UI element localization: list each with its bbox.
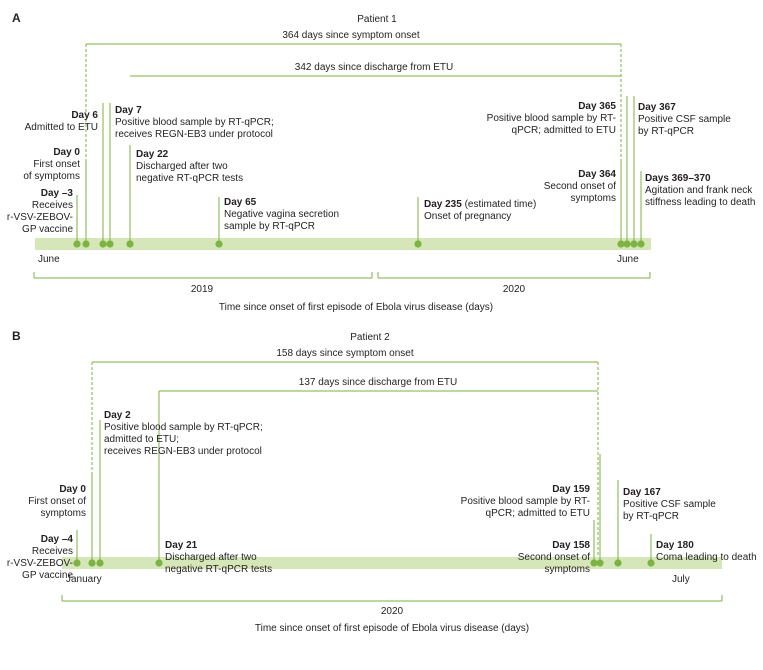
event-marker <box>614 559 622 567</box>
event-marker <box>215 240 223 248</box>
event-day: Day 167 <box>623 487 661 498</box>
event-text: Second onset of <box>544 181 616 192</box>
panel-title: Patient 1 <box>357 14 397 25</box>
event-text: admitted to ETU; <box>104 434 179 445</box>
axis-caption: Time since onset of first episode of Ebo… <box>219 302 493 313</box>
year-label: 2019 <box>191 284 214 295</box>
event-marker <box>414 240 422 248</box>
event-marker <box>73 240 81 248</box>
event-marker <box>623 240 631 248</box>
event-marker <box>126 240 134 248</box>
span-label: 342 days since discharge from ETU <box>295 62 453 73</box>
event-text: r-VSV-ZEBOV- <box>7 212 73 223</box>
span-label: 364 days since symptom onset <box>282 30 420 41</box>
event-text: qPCR; admitted to ETU <box>486 508 590 519</box>
event-day: Day 180 <box>656 540 694 551</box>
event-day: Day 0 <box>53 147 80 158</box>
event-text: Second onset of <box>518 552 590 563</box>
event-day: Day 22 <box>136 149 169 160</box>
event-marker <box>99 240 107 248</box>
event-day: Day 0 <box>59 484 86 495</box>
month-label: July <box>672 574 690 585</box>
panel-title: Patient 2 <box>350 332 390 343</box>
event-day: Day 159 <box>552 484 590 495</box>
panel-letter: A <box>12 11 21 25</box>
event-text: by RT-qPCR <box>623 511 679 522</box>
event-text: qPCR; admitted to ETU <box>512 125 616 136</box>
event-text: Discharged after two <box>165 552 257 563</box>
event-marker <box>647 559 655 567</box>
event-text: First onset <box>33 159 80 170</box>
event-text: Positive CSF sample <box>623 499 716 510</box>
event-text: negative RT-qPCR tests <box>136 173 243 184</box>
event-day: Day 158 <box>552 540 590 551</box>
event-text: Onset of pregnancy <box>424 211 511 222</box>
timeline-bar <box>35 238 651 250</box>
event-text: Positive blood sample by RT-qPCR; <box>104 422 263 433</box>
panel-letter: B <box>12 329 21 343</box>
axis-caption: Time since onset of first episode of Ebo… <box>255 623 529 634</box>
event-text: Admitted to ETU <box>25 122 98 133</box>
event-text: of symptoms <box>23 171 80 182</box>
year-label: 2020 <box>381 606 404 617</box>
event-day: Day 21 <box>165 540 198 551</box>
event-day: Day 7 <box>115 105 142 116</box>
event-day: Day 367 <box>638 102 676 113</box>
event-text: symptoms <box>570 193 616 204</box>
timeline-bar <box>62 557 722 569</box>
span-label: 158 days since symptom onset <box>276 348 414 359</box>
event-text: GP vaccine <box>22 224 73 235</box>
event-text: Coma leading to death <box>656 552 757 563</box>
event-text: Positive blood sample by RT- <box>487 113 616 124</box>
event-marker <box>96 559 104 567</box>
event-text: Agitation and frank neck <box>645 185 753 196</box>
event-text: GP vaccine <box>22 570 73 581</box>
event-text: Negative vagina secretion <box>224 209 339 220</box>
event-marker <box>106 240 114 248</box>
event-marker <box>630 240 638 248</box>
event-text: stiffness leading to death <box>645 197 755 208</box>
event-marker <box>88 559 96 567</box>
event-day: Day 365 <box>578 101 616 112</box>
event-text: receives REGN-EB3 under protocol <box>104 446 262 457</box>
month-label: January <box>66 574 102 585</box>
event-text: Positive blood sample by RT-qPCR; <box>115 117 274 128</box>
event-day: Days 369–370 <box>645 173 711 184</box>
panel-a: A Patient 1 364 days since symptom onset 34… <box>7 11 756 313</box>
event-day: Day 364 <box>578 169 616 180</box>
event-text: Receives <box>32 200 73 211</box>
event-text: r-VSV-ZEBOV- <box>7 558 73 569</box>
event-text: receives REGN-EB3 under protocol <box>115 129 273 140</box>
event-text: First onset of <box>28 496 86 507</box>
event-text: negative RT-qPCR tests <box>165 564 272 575</box>
span-label: 137 days since discharge from ETU <box>299 377 457 388</box>
event-marker <box>637 240 645 248</box>
event-text: symptoms <box>544 564 590 575</box>
month-label: June <box>38 254 60 265</box>
event-day: Day 235 (estimated time) <box>424 199 536 210</box>
event-marker <box>596 559 604 567</box>
year-label: 2020 <box>503 284 526 295</box>
event-marker <box>590 559 598 567</box>
event-day: Day 65 <box>224 197 257 208</box>
event-marker <box>155 559 163 567</box>
event-text: Positive CSF sample <box>638 114 731 125</box>
event-text: Receives <box>32 546 73 557</box>
event-marker <box>82 240 90 248</box>
event-day: Day –4 <box>41 534 74 545</box>
event-text: Positive blood sample by RT- <box>461 496 590 507</box>
event-text: by RT-qPCR <box>638 126 694 137</box>
event-day: Day 2 <box>104 410 131 421</box>
panel-b: B Patient 2 158 days since symptom onset 13… <box>7 329 757 634</box>
event-day: Day 6 <box>71 110 98 121</box>
event-marker <box>73 559 81 567</box>
event-text: sample by RT-qPCR <box>224 221 315 232</box>
month-label: June <box>617 254 639 265</box>
event-marker <box>617 240 625 248</box>
event-text: symptoms <box>40 508 86 519</box>
event-text: Discharged after two <box>136 161 228 172</box>
event-day: Day –3 <box>41 188 74 199</box>
